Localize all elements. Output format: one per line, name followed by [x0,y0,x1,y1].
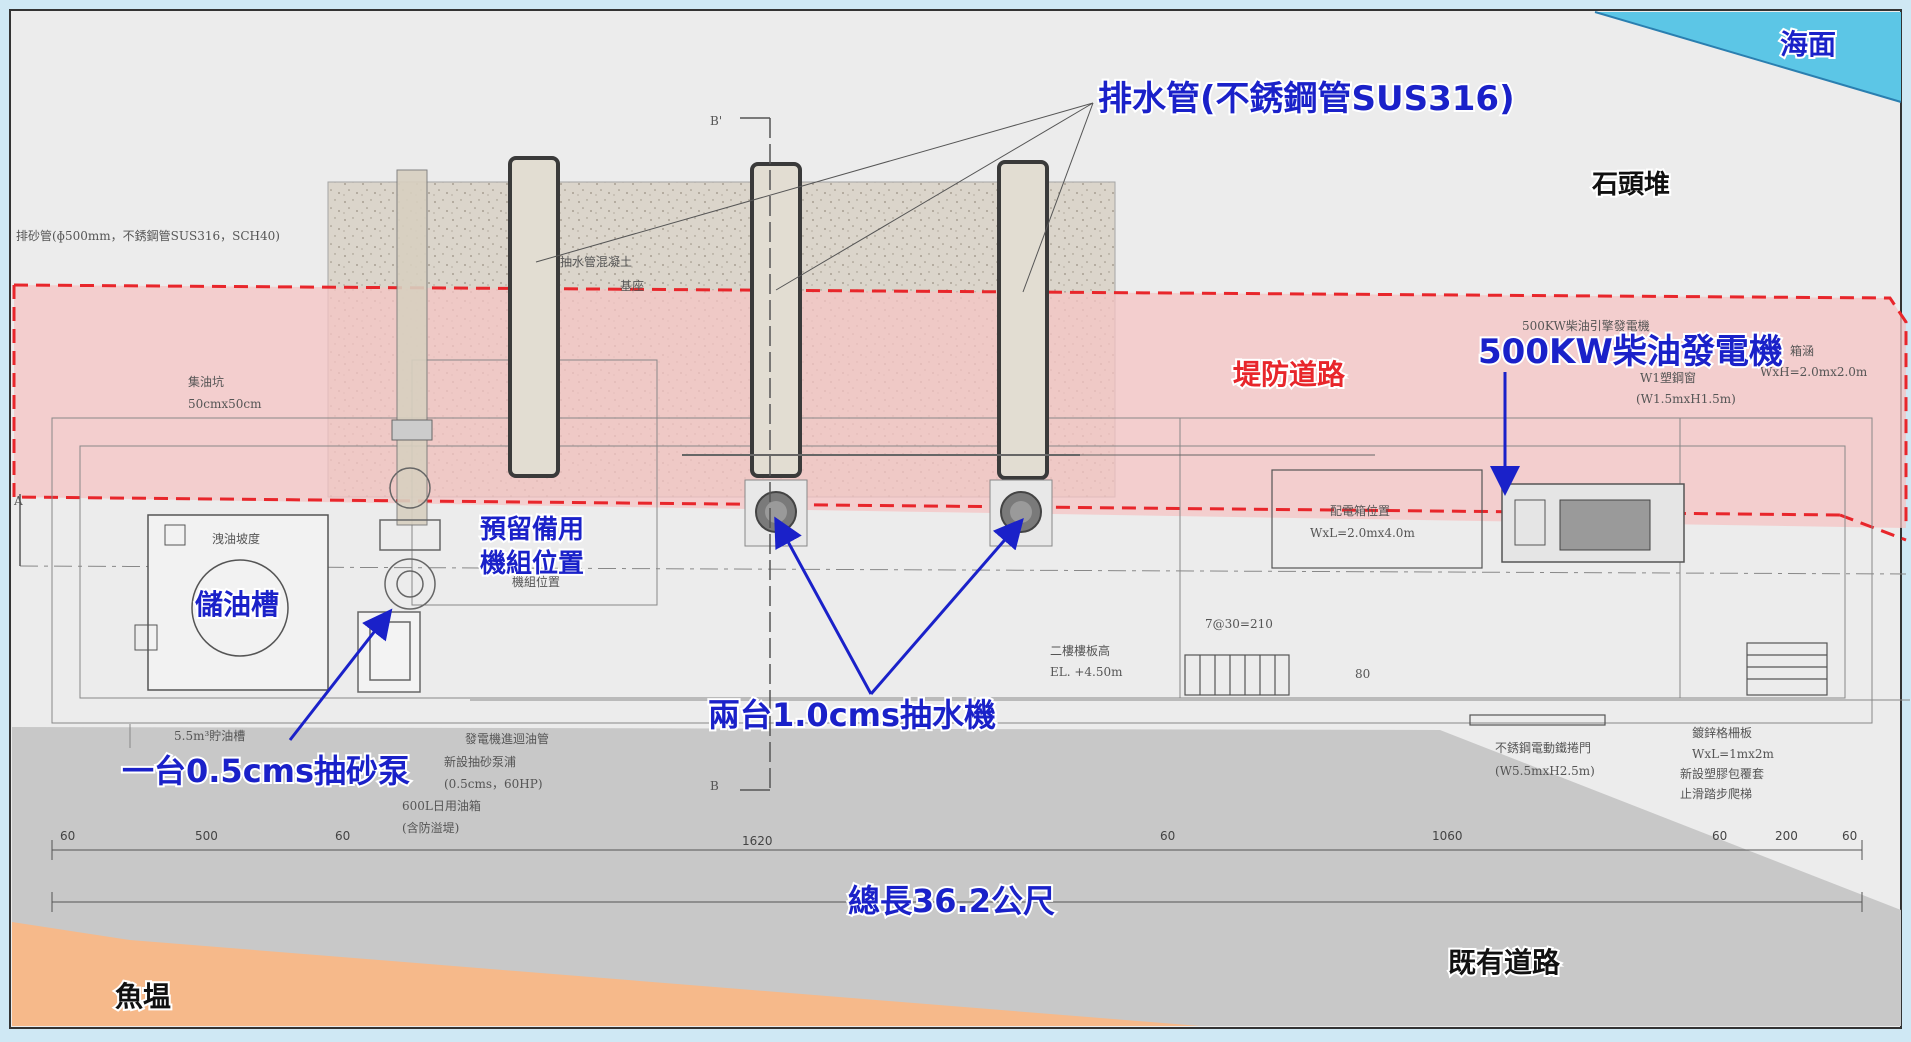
cad-new-pump-1: 新設抽砂泵浦 [444,754,516,769]
dim-value: 60 [1160,829,1175,843]
label-reserve-unit-2: 機組位置 [480,548,584,579]
generator-unit [1501,483,1685,563]
section-b-bottom: B [710,779,719,793]
dim-value: 60 [1712,829,1727,843]
label-sea-surface: 海面 [1780,28,1836,61]
cad-day-tank-2: (含防溢堤) [402,820,459,835]
label-generator: 500KW柴油發電機 [1478,332,1783,372]
rolling-door [1469,714,1606,726]
dim-value: 60 [335,829,350,843]
label-oil-tank: 儲油槽 [195,588,279,621]
dim-value: 200 [1775,829,1798,843]
sand-pipe [396,169,428,526]
cad-grate-2: WxL=1mx2m [1692,747,1775,761]
cad-window-1: W1塑鋼窗 [1640,370,1696,385]
cad-panel-2: WxL=2.0mx4.0m [1310,526,1415,540]
cad-tank-note: 5.5m³貯油槽 [174,729,245,743]
cad-panel-1: 配電箱位置 [1330,503,1390,518]
cad-oil-pit-2: 50cmx50cm [188,397,262,411]
cad-day-tank-1: 600L日用油箱 [402,798,481,813]
cad-air-box: 箱涵 [1790,343,1814,358]
cad-grate-4: 止滑踏步爬梯 [1680,787,1752,801]
label-fish-pond: 魚塭 [115,980,171,1013]
oil-tank-unit [134,514,329,691]
dim-value: 60 [1842,829,1857,843]
cad-generator: 500KW柴油引擎發電機 [1522,318,1650,333]
label-levee-road: 堤防道路 [1233,358,1346,391]
fish-pond-area [12,922,1200,1026]
dim-value: 1060 [1432,829,1463,843]
drain-pipe-leaders [535,102,1094,293]
levee-road-band [14,285,1906,528]
label-drain-pipe: 排水管(不銹鋼管SUS316) [1098,79,1515,119]
label-total-length: 總長36.2公尺 [848,882,1055,920]
cad-concrete-1: 抽水管混凝土 [560,254,632,269]
cad-gen-return: 發電機進迴油管 [465,731,549,746]
grating-block [1184,654,1290,696]
dimension-values: 60 500 60 1620 60 1060 60 200 60 [60,829,1857,848]
cad-grate-3: 新設塑膠包覆套 [1680,766,1764,781]
panel-position [1271,469,1483,569]
label-sand-pump: 一台0.5cms抽砂泵 [122,752,410,790]
section-b-top: B' [710,114,722,128]
cad-grate-1: 鍍鋅格柵板 [1692,725,1752,740]
callout-arrows [288,372,1520,741]
label-rock-pile: 石頭堆 [1591,170,1670,200]
dim-value: 500 [195,829,218,843]
cad-floor-2: EL. +4.50m [1050,665,1123,679]
cad-door-1: 不銹鋼電動鐵捲門 [1495,740,1591,755]
drain-pipes [508,156,1375,480]
cad-grating-depth: 80 [1355,667,1370,681]
cad-oil-pit-1: 集油坑 [188,374,224,389]
cad-new-pump-2: (0.5cms，60HP) [444,777,543,791]
label-reserve-unit-1: 預留備用 [480,514,584,545]
dim-value: 60 [60,829,75,843]
cad-floor-1: 二樓樓板高 [1050,643,1110,658]
cad-sand-pipe: 排砂管(ɸ500mm，不銹鋼管SUS316，SCH40) [16,228,280,243]
cad-reserve: 機組位置 [512,574,560,589]
label-pumps-two: 兩台1.0cms抽水機 [708,696,996,734]
dim-value: 1620 [742,834,773,848]
cad-door-2: (W5.5mxH2.5m) [1495,764,1595,778]
cad-concrete-2: 基座 [620,278,644,293]
cad-notes: 排砂管(ɸ500mm，不銹鋼管SUS316，SCH40) 抽水管混凝土 基座 集… [16,228,1868,835]
section-a: A [13,494,23,508]
label-existing-road: 既有道路 [1448,946,1561,979]
dimension-lines [51,840,1863,912]
stair-grate [1746,642,1828,696]
cad-slope: 洩油坡度 [212,531,260,546]
cad-grating-label: 7@30=210 [1205,617,1273,631]
cad-air-box-size: WxH=2.0mx2.0m [1760,365,1868,379]
cad-window-2: (W1.5mxH1.5m) [1636,392,1736,406]
existing-road-area [12,727,1901,1026]
